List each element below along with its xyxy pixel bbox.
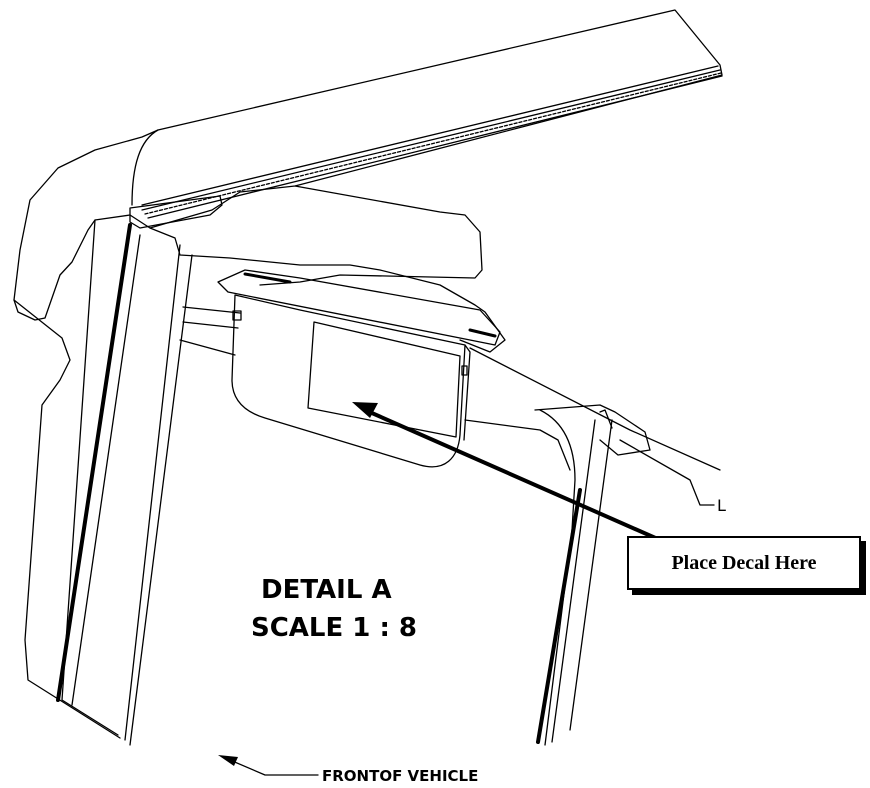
visor-rod-bottom — [182, 321, 239, 329]
front-arrow-head — [218, 755, 238, 766]
headliner-outline — [13, 9, 723, 321]
sun-visor-body — [231, 294, 466, 468]
visor-mount-strip — [217, 269, 501, 346]
scale-label: SCALE 1 : 8 — [251, 613, 417, 643]
front-arrow-shaft — [229, 759, 319, 776]
left-pillar-inner-1 — [56, 223, 132, 702]
header-rail-hatch-2 — [144, 72, 722, 215]
callout-label: Place Decal Here — [671, 551, 817, 574]
visor-clip — [461, 365, 468, 376]
rail-end-bracket — [129, 195, 223, 229]
sun-visor-edge — [463, 344, 471, 441]
side-tag-label: L — [717, 496, 726, 515]
side-tag-leader-1 — [469, 347, 721, 471]
right-pillar-line-2 — [551, 419, 596, 743]
left-pillar-front-2 — [129, 254, 193, 746]
header-rail-bottom — [147, 75, 723, 219]
header-rail-top — [141, 65, 719, 206]
place-decal-callout: Place Decal Here — [627, 536, 861, 590]
windshield-trim — [149, 227, 506, 353]
right-pillar-line-1 — [464, 419, 571, 471]
right-pillar-bracket — [534, 404, 651, 456]
right-pillar-line-3 — [569, 419, 613, 731]
pointer-arrow-head — [352, 402, 378, 418]
left-pillar-inner-2 — [71, 234, 141, 706]
left-pillar-front — [124, 244, 181, 741]
header-rail-hatch-1 — [141, 69, 721, 211]
visor-rod-top — [182, 306, 241, 314]
right-pillar-thick — [536, 488, 582, 744]
visor-rod-lower — [179, 339, 236, 356]
upper-console — [259, 185, 483, 286]
roof-inner-curve — [131, 129, 159, 206]
front-of-vehicle-label: FRONTOF VEHICLE — [322, 767, 478, 785]
visor-pivot — [232, 310, 242, 321]
a-pillar-cap — [13, 299, 121, 739]
pointer-arrow-line — [363, 408, 662, 542]
right-bracket-top — [599, 409, 613, 429]
side-tag-leader-2 — [619, 439, 715, 506]
visor-mount-detail-2 — [468, 328, 497, 338]
left-pillar-outer — [61, 219, 119, 736]
decal-area — [307, 321, 461, 438]
visor-mount-detail — [243, 272, 292, 284]
detail-title: DETAIL A — [261, 575, 392, 605]
right-pillar-curve — [539, 409, 576, 746]
